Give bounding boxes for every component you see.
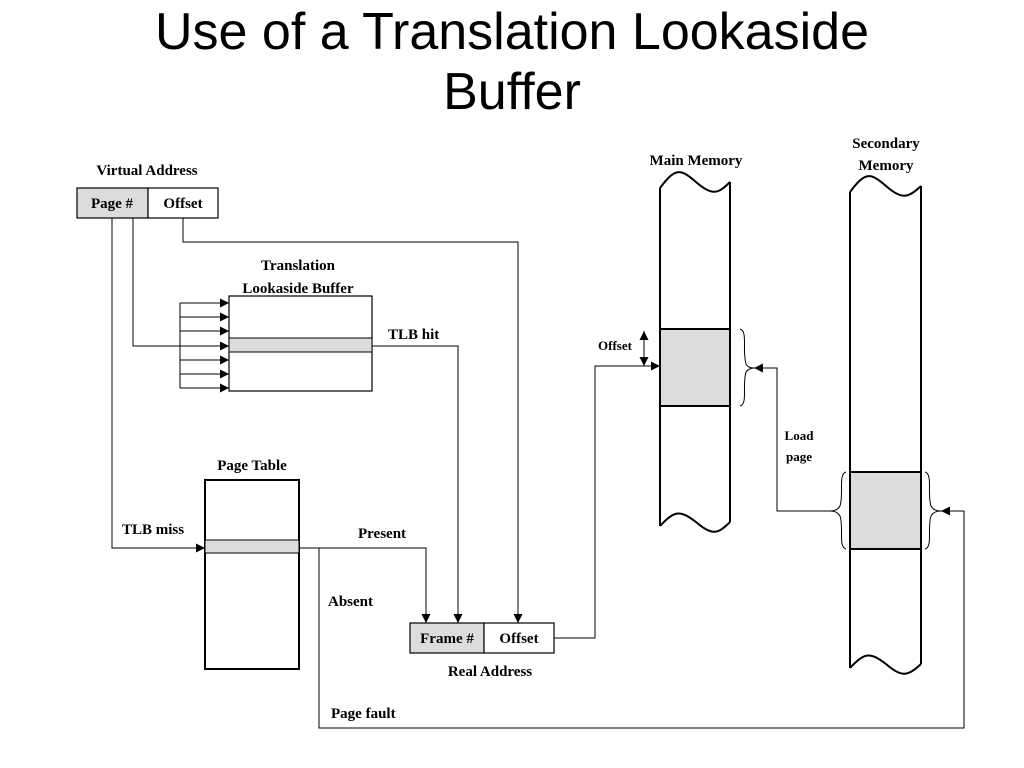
real-offset-field (483, 622, 555, 654)
tlb-label-line1: Translation (261, 258, 336, 274)
secondary-memory: Secondary Memory (829, 136, 942, 675)
frame-number-field (409, 622, 485, 654)
secondary-memory-left-brace (829, 471, 847, 550)
real-offset-label: Offset (499, 631, 538, 647)
offset-to-real-offset-arrow (182, 218, 523, 623)
tlb-hit-label: TLB hit (388, 327, 439, 343)
tlb-input-arrows (179, 298, 229, 393)
offset-label: Offset (163, 196, 202, 212)
title-line-1: Use of a Translation Lookaside (155, 3, 869, 61)
main-memory-frame (659, 328, 731, 407)
main-memory-bottom-edge (659, 512, 731, 533)
secondary-memory-bottom-edge (849, 654, 922, 675)
tlb-miss-arrow (111, 218, 205, 553)
slide-title: Use of a Translation Lookaside Buffer (0, 2, 1024, 122)
title-line-2: Buffer (443, 63, 581, 121)
real-address: Frame # Offset Real Address (409, 622, 555, 680)
page-fault-arrow (299, 506, 965, 729)
real-address-to-memory-arrow (554, 361, 660, 639)
load-page-arrow (754, 363, 830, 512)
load-page-line1: Load (785, 428, 815, 443)
page-table-entry (204, 539, 300, 554)
virtual-address: Virtual Address Page # Offset (76, 163, 219, 219)
frame-number-label: Frame # (420, 631, 474, 647)
main-memory: Main Memory Offset (598, 153, 755, 533)
secondary-memory-label-line2: Memory (859, 158, 914, 174)
tlb-miss-label: TLB miss (122, 522, 184, 538)
offset-field (147, 187, 219, 219)
main-memory-offset-label: Offset (598, 338, 633, 353)
tlb-matching-entry (228, 337, 373, 353)
page-table-box (204, 479, 300, 670)
page-table: Page Table TLB miss Present Absent (122, 458, 406, 670)
secondary-memory-page (849, 471, 922, 550)
secondary-memory-label-line1: Secondary (852, 136, 920, 152)
absent-label: Absent (328, 594, 373, 610)
page-fault-label: Page fault (331, 706, 396, 722)
main-memory-label: Main Memory (650, 153, 743, 169)
tlb-label-line2: Lookaside Buffer (242, 281, 354, 297)
main-memory-brace (739, 328, 755, 407)
page-table-label: Page Table (217, 458, 287, 474)
tlb: Translation Lookaside Buffer TLB hit (179, 258, 439, 393)
main-memory-top-edge (659, 171, 731, 193)
page-to-tlb-arrow (132, 218, 229, 351)
page-number-label: Page # (91, 196, 134, 212)
present-arrow (299, 547, 431, 623)
load-page-line2: page (786, 449, 812, 464)
present-label: Present (358, 526, 406, 542)
secondary-memory-top-edge (849, 175, 922, 197)
real-address-label: Real Address (448, 664, 532, 680)
secondary-memory-right-brace (924, 471, 942, 550)
virtual-address-label: Virtual Address (96, 163, 197, 179)
tlb-hit-arrow (372, 345, 463, 623)
